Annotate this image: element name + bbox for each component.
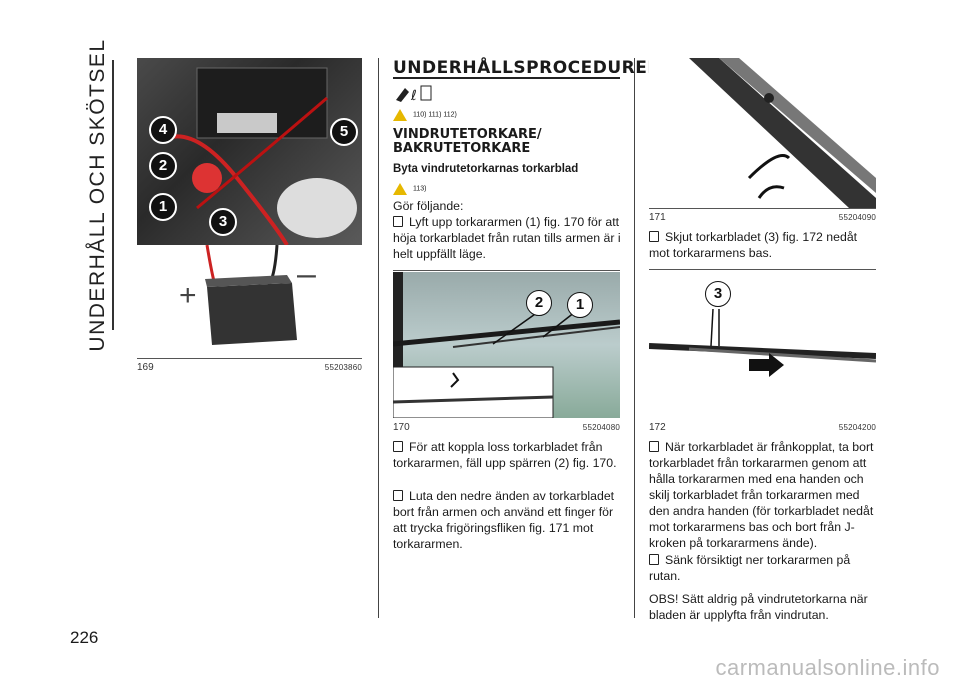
figure-169-rule xyxy=(137,358,362,359)
column-divider-2 xyxy=(634,58,635,618)
step-6: Sänk försiktigt ner torkararmen på rutan… xyxy=(649,553,851,583)
figure-171-photo xyxy=(649,58,876,208)
bullet-icon xyxy=(393,216,403,227)
battery-plus-sign: + xyxy=(179,279,197,312)
callout-1: 1 xyxy=(567,292,593,318)
figure-169-code: 55203860 xyxy=(324,363,362,372)
figure-169-caption: 169 55203860 xyxy=(137,362,362,373)
maintenance-icon: ℓ xyxy=(393,82,433,110)
bullet-icon xyxy=(393,490,403,501)
callout-4: 4 xyxy=(149,116,177,144)
step-5: När torkarbladet är frånkopplat, ta bort… xyxy=(649,440,874,550)
callout-2: 2 xyxy=(149,152,177,180)
figure-172-top-rule xyxy=(649,269,876,270)
figure-172-caption: 172 55204200 xyxy=(649,422,876,433)
figure-171-number: 171 xyxy=(649,212,666,223)
page-number: 226 xyxy=(70,628,99,647)
figure-171-rule xyxy=(649,208,876,209)
callout-3: 3 xyxy=(209,208,237,236)
figure-172-photo: 3 xyxy=(649,271,876,417)
battery-minus-sign: – xyxy=(297,255,316,293)
figure-170-number: 170 xyxy=(393,422,410,433)
warning-refs-2: 113) xyxy=(393,180,427,198)
bullet-icon xyxy=(649,441,659,452)
subsubtitle: Byta vindrutetorkarnas torkarblad xyxy=(393,163,579,175)
chapter-divider xyxy=(112,60,114,330)
section-title: UNDERHÅLLSPROCEDURER xyxy=(393,58,661,78)
intro-text: Gör följande: xyxy=(393,199,464,213)
note-text: OBS! Sätt aldrig på vindrutetorkarna när… xyxy=(649,592,868,622)
callout-2: 2 xyxy=(526,290,552,316)
step-3: Luta den nedre änden av torkarbladet bor… xyxy=(393,489,615,551)
warning-icon xyxy=(393,108,407,121)
column-divider-1 xyxy=(378,58,379,618)
step-2: För att koppla loss torkarbladet från to… xyxy=(393,440,617,470)
callout-1: 1 xyxy=(149,193,177,221)
figure-170-top-rule xyxy=(393,270,620,271)
figure-169-number: 169 xyxy=(137,362,154,373)
figure-171-code: 55204090 xyxy=(838,213,876,222)
figure-170-caption: 170 55204080 xyxy=(393,422,620,433)
figure-171-caption: 171 55204090 xyxy=(649,212,876,223)
callout-5: 5 xyxy=(330,118,358,146)
section-title-underline xyxy=(393,77,620,79)
bullet-icon xyxy=(649,231,659,242)
figure-169-battery-diagram: + – xyxy=(137,244,362,355)
step-4: Skjut torkarbladet (3) fig. 172 nedåt mo… xyxy=(649,230,858,260)
subtitle: VINDRUTETORKARE/ BAKRUTETORKARE xyxy=(393,127,542,156)
footer-watermark: carmanualsonline.info xyxy=(715,655,940,680)
svg-text:ℓ: ℓ xyxy=(410,88,417,104)
figure-170-photo: 2 1 xyxy=(393,272,620,418)
figure-169-engine-photo: 4 2 1 3 5 xyxy=(137,58,362,245)
callout-3: 3 xyxy=(705,281,731,307)
bullet-icon xyxy=(649,554,659,565)
figure-172-code: 55204200 xyxy=(838,423,876,432)
figure-170-code: 55204080 xyxy=(582,423,620,432)
warning-refs-1: 110) 111) 112) xyxy=(393,106,457,124)
step-1: Lyft upp torkararmen (1) fig. 170 för at… xyxy=(393,215,621,261)
figure-172-number: 172 xyxy=(649,422,666,433)
warning-icon xyxy=(393,182,407,195)
bullet-icon xyxy=(393,441,403,452)
